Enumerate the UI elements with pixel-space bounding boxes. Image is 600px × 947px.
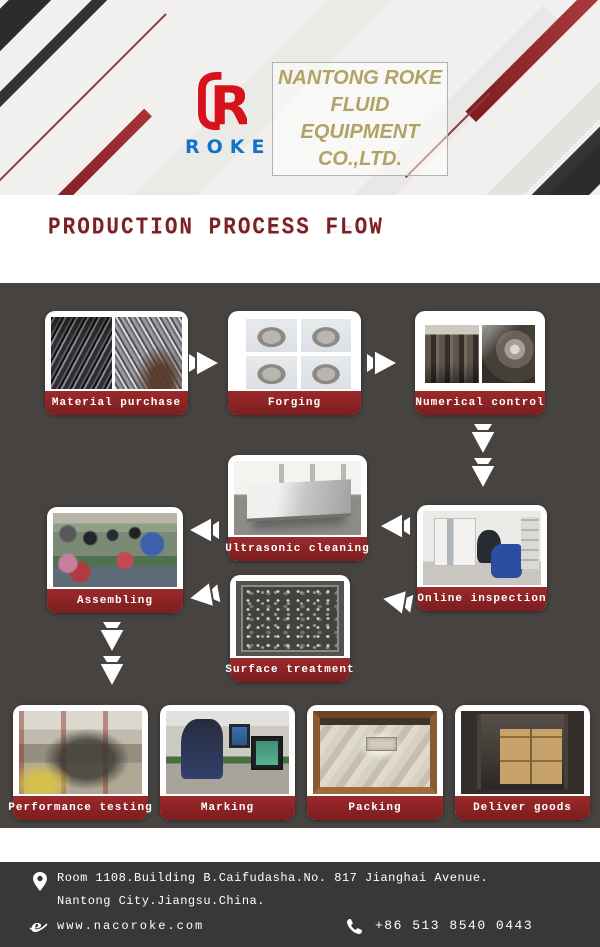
divider-band <box>0 828 600 862</box>
photo-tile <box>250 735 283 770</box>
photo-tile <box>520 516 539 569</box>
title-band: PRODUCTION PROCESS FLOW PRODUCTION PROCE… <box>0 195 600 283</box>
flow-card-performance-testing: Performance testing <box>8 705 152 820</box>
photo-tile <box>180 719 223 780</box>
roke-logo: R ROKE <box>178 72 264 158</box>
step-label: Surface treatment <box>225 658 354 682</box>
assembling-photo <box>53 513 177 587</box>
surface-treatment-photo <box>236 581 344 656</box>
roke-wordmark: ROKE <box>185 136 272 158</box>
flow-card-online-inspection: Online inspection <box>417 505 547 611</box>
flow-card-surface-treatment: Surface treatment <box>225 575 354 682</box>
page-title-reflection: PRODUCTION PROCESS FLOW <box>48 218 384 243</box>
process-flow-section: Material purchase Forging Numerical cont… <box>0 283 600 828</box>
photo-tile <box>500 729 562 785</box>
step-label: Material purchase <box>45 391 188 415</box>
photo-tile <box>491 543 523 578</box>
photo-tile <box>425 325 479 383</box>
arrow-left-icon <box>377 584 415 618</box>
arrow-down-icon <box>98 655 126 689</box>
svg-text:R: R <box>210 74 247 130</box>
step-label: Performance testing <box>8 796 152 820</box>
step-label: Assembling <box>47 589 183 613</box>
arrow-down-icon <box>469 457 497 491</box>
arrow-right-icon <box>366 349 400 377</box>
flow-card-assembling: Assembling <box>47 507 183 613</box>
svg-text:e: e <box>31 917 42 936</box>
performance-testing-photo <box>19 711 142 794</box>
packing-photo <box>313 711 437 794</box>
company-name-line: EQUIPMENT <box>300 121 420 143</box>
marking-photo <box>166 711 289 794</box>
online-inspection-photo <box>423 511 541 585</box>
photo-tile <box>246 356 297 389</box>
header-banner: R ROKE NANTONG ROKE FLUID EQUIPMENT CO.,… <box>0 0 600 195</box>
material-purchase-photo <box>51 317 182 389</box>
arrow-down-icon <box>469 423 497 457</box>
step-label: Numerical control <box>415 391 545 415</box>
photo-tile <box>300 319 351 352</box>
step-label: Marking <box>160 796 295 820</box>
photo-tile <box>246 319 297 352</box>
photo-tile <box>433 518 476 567</box>
flow-card-numerical-control: Numerical control <box>415 311 545 415</box>
footer-address-line1: Room 1108.Building B.Caifudasha.No. 817 … <box>57 871 489 885</box>
photo-tile <box>51 317 112 389</box>
photo-tile <box>114 317 182 389</box>
step-label: Deliver goods <box>455 796 590 820</box>
flow-card-marking: Marking <box>160 705 295 820</box>
footer-address-line2: Nantong City.Jiangsu.China. <box>57 894 265 908</box>
photo-tile <box>366 737 397 752</box>
photo-tile <box>481 325 535 383</box>
step-label: Ultrasonic cleaning <box>225 537 369 561</box>
flow-card-packing: Packing <box>307 705 443 820</box>
roke-logo-icon: R <box>198 72 247 130</box>
forging-photo <box>246 319 351 389</box>
arrow-left-icon <box>184 579 222 612</box>
arrow-left-icon <box>186 516 220 544</box>
globe-e-icon: e <box>29 917 48 936</box>
ultrasonic-cleaning-photo <box>234 461 361 535</box>
photo-tile <box>300 356 351 389</box>
arrow-down-icon <box>98 621 126 655</box>
numerical-control-photo <box>425 325 535 383</box>
footer-phone[interactable]: +86 513 8540 0443 <box>375 918 534 933</box>
arrow-right-icon <box>188 349 222 377</box>
photo-tile <box>228 724 250 748</box>
footer-website[interactable]: www.nacoroke.com <box>57 919 205 933</box>
page-title: PRODUCTION PROCESS FLOW <box>48 215 384 242</box>
company-name-line: NANTONG ROKE <box>277 67 443 89</box>
location-pin-icon <box>33 872 47 891</box>
step-label: Forging <box>228 391 361 415</box>
company-name-line: CO.,LTD. <box>317 148 403 170</box>
deliver-goods-photo <box>461 711 584 794</box>
step-label: Packing <box>307 796 443 820</box>
flow-card-deliver-goods: Deliver goods <box>455 705 590 820</box>
flow-card-forging: Forging <box>228 311 361 415</box>
flow-card-material-purchase: Material purchase <box>45 311 188 415</box>
arrow-left-icon <box>377 512 411 540</box>
step-label: Online inspection <box>417 587 547 611</box>
footer-bar: Room 1108.Building B.Caifudasha.No. 817 … <box>0 862 600 947</box>
phone-icon <box>346 918 363 935</box>
company-name-box: NANTONG ROKE FLUID EQUIPMENT CO.,LTD. <box>272 62 448 176</box>
company-name-line: FLUID <box>330 94 390 116</box>
flow-card-ultrasonic-cleaning: Ultrasonic cleaning <box>225 455 369 561</box>
